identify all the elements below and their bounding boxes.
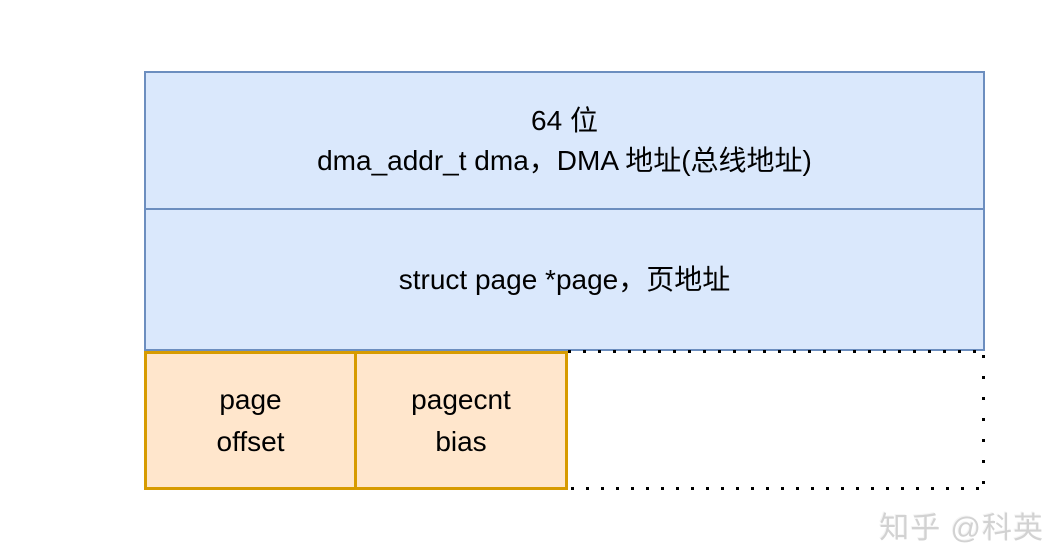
unused-bits-region <box>568 351 985 490</box>
page-offset-label-line2: offset <box>216 425 285 457</box>
page-offset-box: page offset <box>144 351 357 490</box>
page-field-box: struct page *page，页地址 <box>144 208 985 351</box>
pagecnt-bias-box: pagecnt bias <box>354 351 568 490</box>
dma-field-label: dma_addr_t dma，DMA 地址(总线地址) <box>317 144 812 176</box>
pagecnt-bias-label-line2: bias <box>435 425 487 457</box>
page-offset-label-line1: page <box>219 383 282 415</box>
watermark: 知乎 @科英 <box>879 512 1044 545</box>
dotted-line-bottom <box>571 487 983 490</box>
dotted-line-right <box>982 355 985 488</box>
page-field-label: struct page *page，页地址 <box>398 263 731 295</box>
dma-field-box: 64 位 dma_addr_t dma，DMA 地址(总线地址) <box>144 71 985 210</box>
pagecnt-bias-label-line1: pagecnt <box>411 383 511 415</box>
dotted-line-top <box>568 350 985 353</box>
bit-width-label: 64 位 <box>531 104 598 136</box>
